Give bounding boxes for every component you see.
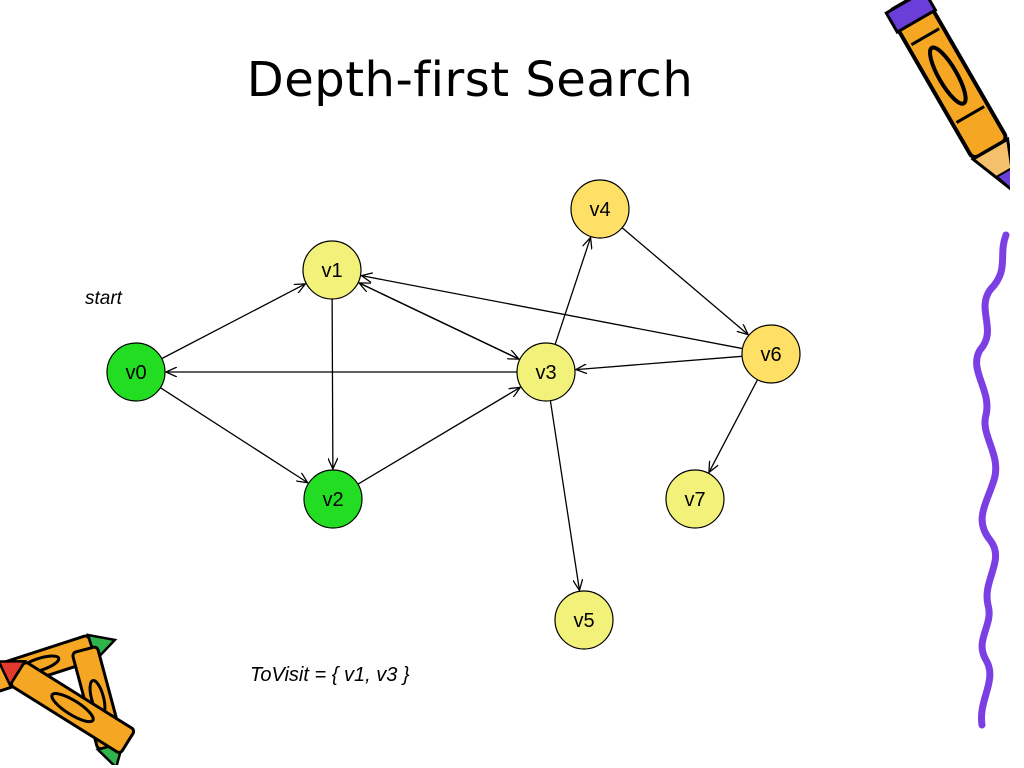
edge-v4-v6 bbox=[621, 227, 748, 335]
to-visit-text: ToVisit = { v1, v3 } bbox=[250, 664, 410, 686]
edge-v0-v1 bbox=[161, 284, 306, 360]
node-circle-v6 bbox=[741, 324, 801, 384]
edge-v6-v3 bbox=[576, 355, 743, 369]
node-circle-v7 bbox=[665, 469, 725, 529]
node-v4: v4 bbox=[570, 179, 630, 239]
node-circle-v5 bbox=[554, 590, 614, 650]
edge-v3-v4 bbox=[554, 237, 590, 345]
node-v2: v2 bbox=[303, 469, 363, 529]
node-label-v4: v4 bbox=[589, 199, 610, 221]
node-label-v3: v3 bbox=[535, 362, 556, 384]
wavy-line-icon bbox=[973, 231, 1010, 729]
node-label-v5: v5 bbox=[573, 610, 594, 632]
edge-v6-v7 bbox=[709, 379, 759, 473]
edge-v6-v1 bbox=[361, 276, 743, 350]
slide-title: Depth-first Search bbox=[246, 52, 694, 108]
node-label-v2: v2 bbox=[322, 489, 343, 511]
edge-v1-v2 bbox=[332, 298, 333, 469]
node-v5: v5 bbox=[554, 590, 614, 650]
node-circle-v1 bbox=[302, 240, 362, 300]
node-v6: v6 bbox=[741, 324, 801, 384]
node-label-v1: v1 bbox=[321, 260, 342, 282]
edge-v3-v5 bbox=[549, 400, 579, 591]
node-v3: v3 bbox=[516, 342, 576, 402]
edge-v2-v3 bbox=[357, 387, 520, 485]
crayon-icon bbox=[884, 0, 1010, 197]
node-v7: v7 bbox=[665, 469, 725, 529]
node-v0: v0 bbox=[106, 342, 166, 402]
node-circle-v3 bbox=[516, 342, 576, 402]
nodes: v0 v1 v2 v3 v4 v5 v6 v7 bbox=[106, 179, 801, 650]
edge-v0-v2 bbox=[160, 387, 307, 483]
node-label-v7: v7 bbox=[684, 489, 705, 511]
node-v1: v1 bbox=[302, 240, 362, 300]
node-label-v6: v6 bbox=[760, 344, 781, 366]
node-label-v0: v0 bbox=[125, 362, 146, 384]
edges bbox=[160, 227, 759, 591]
edge-v3-v1 bbox=[359, 283, 521, 361]
start-label: start bbox=[85, 288, 122, 309]
crayons-icon bbox=[0, 633, 136, 765]
node-circle-v2 bbox=[303, 469, 363, 529]
node-circle-v0 bbox=[106, 342, 166, 402]
node-circle-v4 bbox=[570, 179, 630, 239]
